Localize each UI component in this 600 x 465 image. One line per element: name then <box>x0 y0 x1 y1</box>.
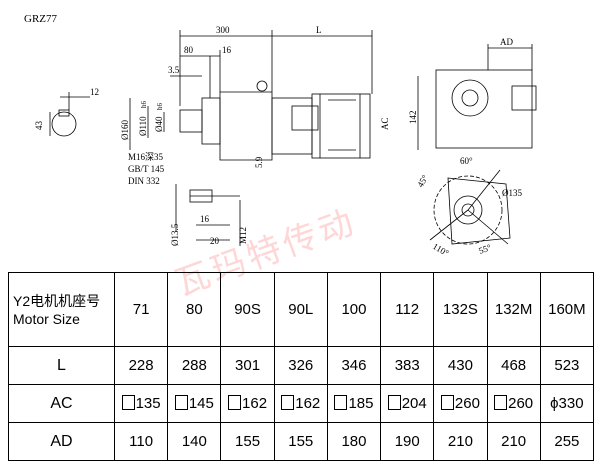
dim-phi135: Ø135 <box>502 188 522 198</box>
std-din: DIN 332 <box>128 176 160 186</box>
value-cell: 185 <box>326 384 382 423</box>
shaft-section-circle <box>51 111 77 137</box>
square-icon <box>281 395 295 410</box>
row-label: AC <box>8 384 115 423</box>
value-cell: 255 <box>539 422 595 461</box>
value-cell: 190 <box>380 422 435 461</box>
motor-body <box>311 93 371 159</box>
size-cell: 71 <box>113 272 169 347</box>
technical-drawing: GRZ77 12 43 300 L 80 16 <box>24 13 537 258</box>
value-cell: 301 <box>220 346 275 385</box>
size-cell: 112 <box>380 272 435 347</box>
value-cell: 162 <box>273 384 328 423</box>
dim-AD: AD <box>500 37 513 47</box>
dim-12: 12 <box>90 87 99 97</box>
value-cell: 155 <box>273 422 328 461</box>
dim-phi160: Ø160 <box>120 120 130 140</box>
row-L: L 228 288 301 326 346 383 430 468 523 <box>8 346 595 385</box>
header-label-en: Motor Size <box>13 310 80 327</box>
dim-20: 20 <box>210 236 220 246</box>
drawing-title: GRZ77 <box>24 13 58 25</box>
header-label-cn: Y2电机机座号 <box>13 292 101 309</box>
flange-bore <box>453 195 483 225</box>
dim-142: 142 <box>408 111 418 125</box>
dim-16: 16 <box>222 45 232 55</box>
value-cell: 430 <box>433 346 488 385</box>
dim-h6b: h6 <box>156 103 164 111</box>
dim-AC: AC <box>380 117 390 130</box>
value-cell: 145 <box>167 384 222 423</box>
value-cell: 260 <box>486 384 541 423</box>
dim-phi13-5: Ø13.5 <box>170 223 180 246</box>
value-cell: 204 <box>380 384 435 423</box>
value-cell: 523 <box>539 346 595 385</box>
size-cell: 132S <box>433 272 488 347</box>
terminal-box <box>291 105 319 131</box>
dim-5-9: 5.9 <box>254 156 264 168</box>
square-icon <box>387 395 401 410</box>
dim-43: 43 <box>34 121 44 131</box>
angle-45: 45° <box>415 173 430 189</box>
value-cell: 210 <box>433 422 488 461</box>
value-cell: 346 <box>326 346 382 385</box>
angle-110: 110° <box>431 241 451 258</box>
angle-60: 60° <box>460 156 473 166</box>
size-cell: 100 <box>326 272 382 347</box>
end-view-boss <box>511 85 537 111</box>
dim-phi40: Ø40 <box>154 116 164 132</box>
row-label: AD <box>8 422 115 461</box>
header-row: Y2电机机座号 Motor Size 71 80 90S 90L 100 112… <box>8 272 595 347</box>
value-cell: 228 <box>113 346 169 385</box>
value-cell: 155 <box>220 422 275 461</box>
value-cell: 162 <box>220 384 275 423</box>
size-cell: 90S <box>220 272 275 347</box>
dim-L: L <box>316 25 322 35</box>
square-icon <box>494 395 508 410</box>
value-cell: 468 <box>486 346 541 385</box>
dim-300: 300 <box>216 25 230 35</box>
lifting-eye <box>256 80 268 92</box>
square-icon <box>174 395 188 410</box>
square-icon <box>334 395 348 410</box>
gearbox-housing <box>219 91 273 161</box>
thread-spec: M16深35 <box>128 152 164 162</box>
end-view-bore <box>451 79 489 117</box>
output-shaft <box>179 109 203 133</box>
square-icon <box>228 395 242 410</box>
output-flange <box>201 97 221 145</box>
row-AC: AC 135 145 162 162 185 204 260 260 ϕ330 <box>8 384 595 423</box>
header-label-cell: Y2电机机座号 Motor Size <box>8 272 115 347</box>
flange-outline <box>447 177 511 245</box>
value-cell: 326 <box>273 346 328 385</box>
square-icon <box>440 395 454 410</box>
size-cell: 132M <box>486 272 541 347</box>
value-cell: 260 <box>433 384 488 423</box>
value-cell: 135 <box>113 384 169 423</box>
value-cell: 383 <box>380 346 435 385</box>
keyway <box>58 109 70 117</box>
dim-phi110: Ø110 <box>138 116 148 136</box>
value-cell: 110 <box>113 422 169 461</box>
end-view-housing <box>435 69 533 149</box>
motor-spec-table: Y2电机机座号 Motor Size 71 80 90S 90L 100 112… <box>8 272 595 461</box>
value-cell: 140 <box>167 422 222 461</box>
value-cell: ϕ330 <box>539 384 595 423</box>
angle-55: 55° <box>477 242 493 256</box>
dim-h6a: h6 <box>140 101 148 109</box>
size-cell: 80 <box>167 272 222 347</box>
value-cell: 180 <box>326 422 382 461</box>
value-cell: 210 <box>486 422 541 461</box>
std-gbt: GB/T 145 <box>128 164 165 174</box>
size-cell: 160M <box>539 272 595 347</box>
row-label: L <box>8 346 115 385</box>
square-icon <box>121 395 135 410</box>
size-cell: 90L <box>273 272 328 347</box>
dim-3-5: 3.5 <box>168 65 180 75</box>
value-cell: 288 <box>167 346 222 385</box>
dim-80: 80 <box>184 45 194 55</box>
row-AD: AD 110 140 155 155 180 190 210 210 255 <box>8 422 595 461</box>
dim-M12: M12 <box>238 227 248 244</box>
flange-pcd-circle <box>433 175 503 245</box>
dim-16b: 16 <box>200 214 210 224</box>
